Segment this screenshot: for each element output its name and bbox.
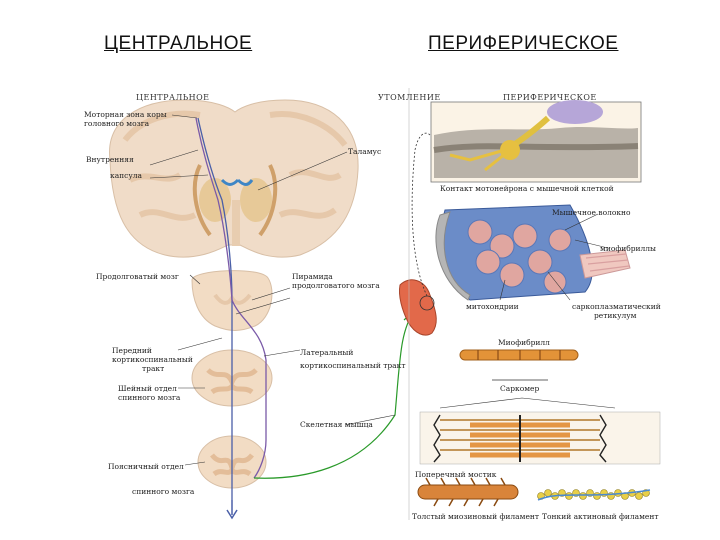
- central-heading: ЦЕНТРАЛЬНОЕ: [104, 33, 253, 54]
- label-thalamus: Таламус: [348, 147, 382, 156]
- subheading-central: ЦЕНТРАЛЬНОЕ: [136, 93, 210, 102]
- thin-filament: [537, 489, 651, 501]
- brain-section: [109, 99, 359, 258]
- subheading-fatigue: УТОМЛЕНИЕ: [378, 93, 441, 102]
- label-medulla: Продолговатый мозг: [96, 272, 179, 281]
- label-myofibrils: миофибриллы: [600, 244, 657, 253]
- label-myofibril: Миофибрилл: [498, 338, 550, 347]
- label-cross-bridge: Поперечный мостик: [415, 470, 497, 479]
- peripheral-heading: ПЕРИФЕРИЧЕСКОЕ: [428, 33, 619, 54]
- label-sarcomere: Саркомер: [500, 384, 540, 393]
- label-thin-filament: Тонкий актиновый филамент: [542, 512, 659, 521]
- sarcomere-diagram: [419, 397, 661, 465]
- nmj-panel: [430, 100, 642, 183]
- label-skeletal-muscle: Скелетная мышца: [300, 420, 373, 429]
- muscle-fiber-bundle: [435, 204, 631, 301]
- subheading-peripheral: ПЕРИФЕРИЧЕСКОЕ: [503, 93, 597, 102]
- label-thick-filament: Толстый миозиновый филамент: [412, 512, 540, 521]
- skeletal-muscle: [399, 279, 437, 336]
- label-muscle-fiber: Мышечное волокно: [552, 208, 631, 217]
- thick-filament: [417, 477, 519, 507]
- label-mitochondria: митохондрии: [466, 302, 519, 311]
- label-nmj: Контакт мотонейрона с мышечной клеткой: [440, 184, 614, 193]
- myofibril-strip: [459, 349, 579, 381]
